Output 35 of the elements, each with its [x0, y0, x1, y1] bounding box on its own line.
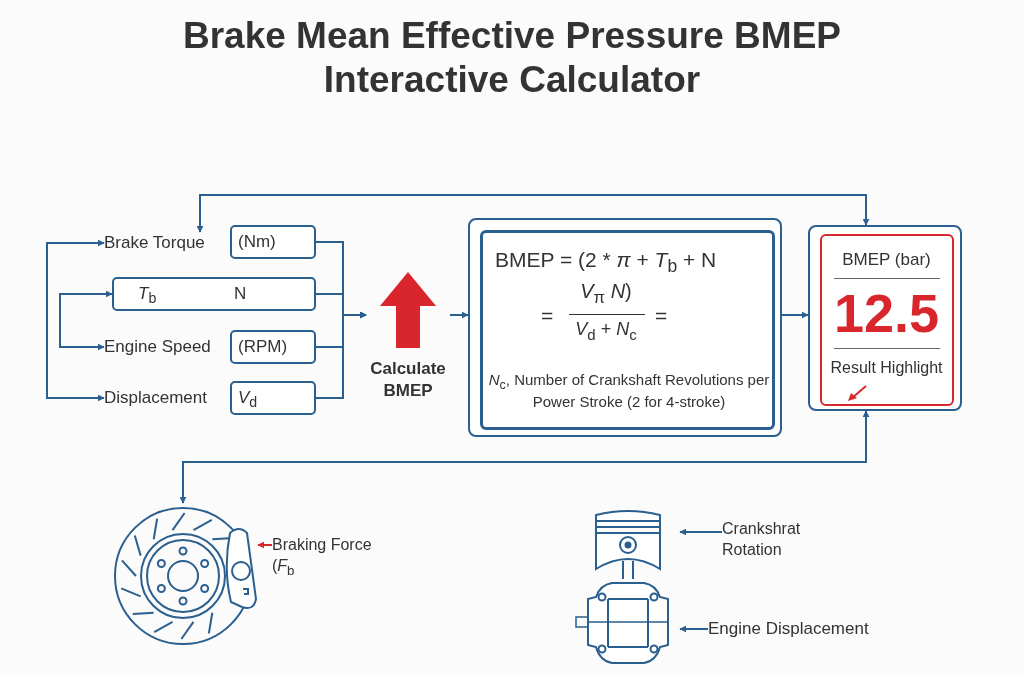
- input-field: (Nm): [230, 225, 316, 259]
- numerator: V$_{π}$ N): [579, 279, 633, 308]
- field-label: Brake Torque: [104, 232, 226, 254]
- denominator: V$_{d}$ + N$_{c}$: [574, 319, 638, 344]
- connector-arrow: [179, 410, 870, 504]
- connector-arrow: [449, 311, 469, 319]
- variable-symbol: T$_{b}$: [138, 284, 157, 308]
- formula-text: BMEP = (2 *π + T$_{b}$ + N: [495, 247, 717, 278]
- field-label: Displacement: [104, 387, 226, 409]
- callout-label: Crankshrat Rotation: [722, 518, 832, 562]
- result-box: [820, 234, 954, 406]
- connector-arrow: [59, 290, 113, 351]
- equals-sign: =: [655, 303, 668, 329]
- result-value: 12.5: [832, 282, 941, 345]
- result-panel: [808, 225, 962, 411]
- leader-arrow: [257, 541, 273, 549]
- field-label: Engine Speed: [104, 336, 226, 358]
- connector-arrow: [46, 239, 105, 402]
- equals-sign: =: [541, 303, 554, 329]
- diagram-title: Brake Mean Effective Pressure BMEP Interactive Calculator: [181, 14, 843, 102]
- connector-arrow: [781, 311, 809, 319]
- connector-arrow: [315, 311, 367, 399]
- input-field: [112, 277, 316, 311]
- result-heading: BMEP (bar): [841, 250, 932, 271]
- note-text: N$_{c}$, Number of Crankshaft Revolutions per Power Stroke (2 for 4-stroke): [487, 371, 771, 411]
- result-caption: Result Highlight: [829, 358, 944, 378]
- variable-symbol: N: [234, 284, 247, 305]
- callout-label: Braking Force (F$_{b}$: [272, 534, 384, 578]
- action-label: Calculate BMEP: [369, 358, 447, 402]
- callout-label: Engine Displacement: [708, 618, 878, 640]
- leader-arrow: [679, 528, 723, 536]
- connector-arrow: [196, 194, 870, 233]
- input-field: V$_{d}$: [230, 381, 316, 415]
- input-field: (RPM): [230, 330, 316, 364]
- leader-arrow: [679, 625, 709, 633]
